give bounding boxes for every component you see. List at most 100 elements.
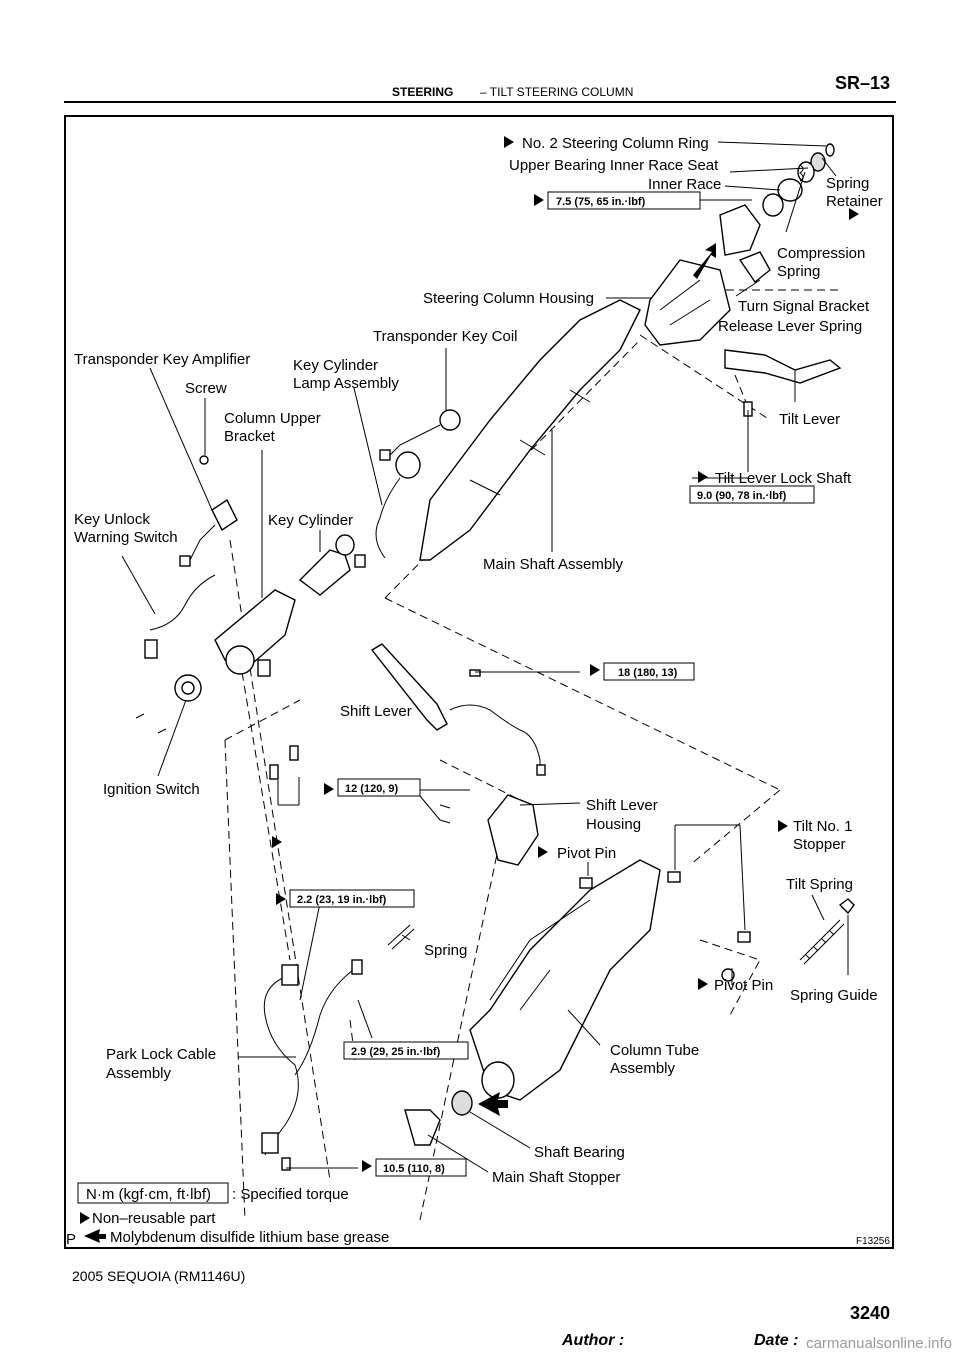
non-reusable-icon: [590, 664, 600, 676]
label-main-shaft-stopper: Main Shaft Stopper: [492, 1169, 620, 1186]
torque-9-0: 9.0 (90, 78 in.·lbf): [697, 490, 787, 502]
label-tilt-no1-stopper-2: Stopper: [793, 836, 846, 853]
header-rule: [64, 101, 896, 103]
part-labels: No. 2 Steering Column Ring Upper Bearing…: [74, 135, 883, 1186]
legend-non-reusable: Non–reusable part: [92, 1210, 216, 1227]
main-shaft-shape: [419, 299, 641, 561]
torque-18: 18 (180, 13): [618, 667, 678, 679]
transponder-amplifier-shape: [211, 498, 238, 532]
pivot-pin-shape: [579, 877, 593, 889]
legend-grease: Molybdenum disulfide lithium base grease: [110, 1229, 389, 1246]
steering-column-housing-shape: [644, 259, 731, 346]
label-tilt-spring: Tilt Spring: [786, 876, 853, 893]
torque-specs: 7.5 (75, 65 in.·lbf) 9.0 (90, 78 in.·lbf…: [289, 191, 815, 1177]
turn-signal-bracket-shape: [719, 204, 761, 256]
inner-race-shape: [777, 178, 803, 202]
non-reusable-icon: [698, 471, 708, 483]
label-release-lever-spring: Release Lever Spring: [718, 318, 862, 335]
park-lock-cable-shape: [263, 974, 299, 1156]
tilt-spring-shape: [799, 919, 845, 965]
label-spring-retainer-2: Retainer: [826, 193, 883, 210]
key-cylinder-lamp-shape: [395, 451, 421, 479]
tilt-lever-shape: [724, 349, 842, 384]
figure-code: F13256: [856, 1236, 890, 1247]
non-reusable-icon: [324, 783, 334, 795]
key-unlock-switch-shape: [149, 574, 216, 631]
label-shaft-bearing: Shaft Bearing: [534, 1144, 625, 1161]
legend-unit: N·m (kgf·cm, ft·lbf): [86, 1186, 211, 1203]
shift-lever-housing-shape: [487, 794, 539, 866]
label-no2-ring: No. 2 Steering Column Ring: [522, 135, 709, 152]
footer-page-number: 3240: [849, 1303, 890, 1323]
label-screw: Screw: [185, 380, 227, 397]
label-key-cylinder-lamp-1: Key Cylinder: [293, 357, 378, 374]
non-reusable-icon: [778, 820, 788, 832]
non-reusable-icon: [504, 136, 514, 148]
torque-7-5: 7.5 (75, 65 in.·lbf): [556, 196, 646, 208]
label-compression-spring-1: Compression: [777, 245, 865, 262]
part-drawings: [135, 143, 855, 1171]
label-turn-signal-bracket: Turn Signal Bracket: [738, 298, 870, 315]
label-compression-spring-2: Spring: [777, 263, 820, 280]
label-tilt-no1-stopper-1: Tilt No. 1: [793, 818, 852, 835]
label-transponder-key-coil: Transponder Key Coil: [373, 328, 518, 345]
label-park-lock-cable-1: Park Lock Cable: [106, 1046, 216, 1063]
grease-arrow-upper: [693, 243, 716, 279]
header-section: STEERING: [392, 85, 454, 99]
label-park-lock-cable-2: Assembly: [106, 1065, 172, 1082]
legend-specified-torque: : Specified torque: [232, 1186, 349, 1203]
label-column-upper-bracket-1: Column Upper: [224, 410, 321, 427]
torque-10-5: 10.5 (110, 8): [383, 1163, 445, 1175]
label-spring-retainer-1: Spring: [826, 175, 869, 192]
torque-2-9: 2.9 (29, 25 in.·lbf): [351, 1046, 441, 1058]
label-pivot-pin-upper: Pivot Pin: [557, 845, 616, 862]
page-code: SR–13: [834, 73, 890, 93]
torque-2-2: 2.2 (23, 19 in.·lbf): [297, 894, 387, 906]
leader-lines: [121, 141, 849, 1173]
shift-lever-shape: [370, 643, 448, 731]
label-shift-lever: Shift Lever: [340, 703, 412, 720]
grease-arrow-icon: [84, 1229, 106, 1243]
p-mark: P: [66, 1231, 76, 1248]
no2-ring-shape: [825, 143, 835, 157]
label-key-unlock-2: Warning Switch: [74, 529, 178, 546]
label-steering-column-housing: Steering Column Housing: [423, 290, 594, 307]
label-column-upper-bracket-2: Bracket: [224, 428, 276, 445]
label-inner-race: Inner Race: [648, 176, 721, 193]
spring-guide-shape: [838, 898, 855, 915]
header-subtitle: – TILT STEERING COLUMN: [480, 85, 634, 99]
non-reusable-icon: [534, 194, 544, 206]
shaft-bearing-shape: [451, 1090, 473, 1116]
non-reusable-icon: [698, 978, 708, 990]
label-transponder-key-amplifier: Transponder Key Amplifier: [74, 351, 250, 368]
footer-date: Date :: [754, 1332, 799, 1349]
legend: N·m (kgf·cm, ft·lbf) : Specified torque …: [66, 1182, 890, 1248]
label-shift-lever-housing-2: Housing: [586, 816, 641, 833]
column-tube-shape: [469, 859, 661, 1101]
label-shift-lever-housing-1: Shift Lever: [586, 797, 658, 814]
non-reusable-icon: [362, 1160, 372, 1172]
torque-12: 12 (120, 9): [345, 783, 399, 795]
label-key-cylinder: Key Cylinder: [268, 512, 353, 529]
transponder-coil-shape: [439, 409, 461, 431]
label-spring: Spring: [424, 942, 467, 959]
label-tilt-lever: Tilt Lever: [779, 411, 840, 428]
label-column-tube-1: Column Tube: [610, 1042, 699, 1059]
key-cylinder-shape: [298, 549, 351, 596]
footer-model: 2005 SEQUOIA (RM1146U): [72, 1268, 246, 1284]
main-shaft-stopper-shape: [404, 1109, 441, 1146]
label-tilt-lever-lock-shaft: Tilt Lever Lock Shaft: [715, 470, 852, 487]
label-upper-bearing-seat: Upper Bearing Inner Race Seat: [509, 157, 719, 174]
grease-arrow-lower: [478, 1092, 508, 1116]
footer-author: Author :: [562, 1332, 625, 1349]
non-reusable-icon: [276, 893, 286, 905]
label-pivot-pin-lower: Pivot Pin: [714, 977, 773, 994]
non-reusable-icon: [538, 846, 548, 858]
watermark: carmanualsonline.info: [806, 1335, 952, 1352]
label-spring-guide: Spring Guide: [790, 987, 878, 1004]
label-column-tube-2: Assembly: [610, 1060, 676, 1077]
label-key-unlock-1: Key Unlock: [74, 511, 150, 528]
label-ignition-switch: Ignition Switch: [103, 781, 200, 798]
label-key-cylinder-lamp-2: Lamp Assembly: [293, 375, 399, 392]
